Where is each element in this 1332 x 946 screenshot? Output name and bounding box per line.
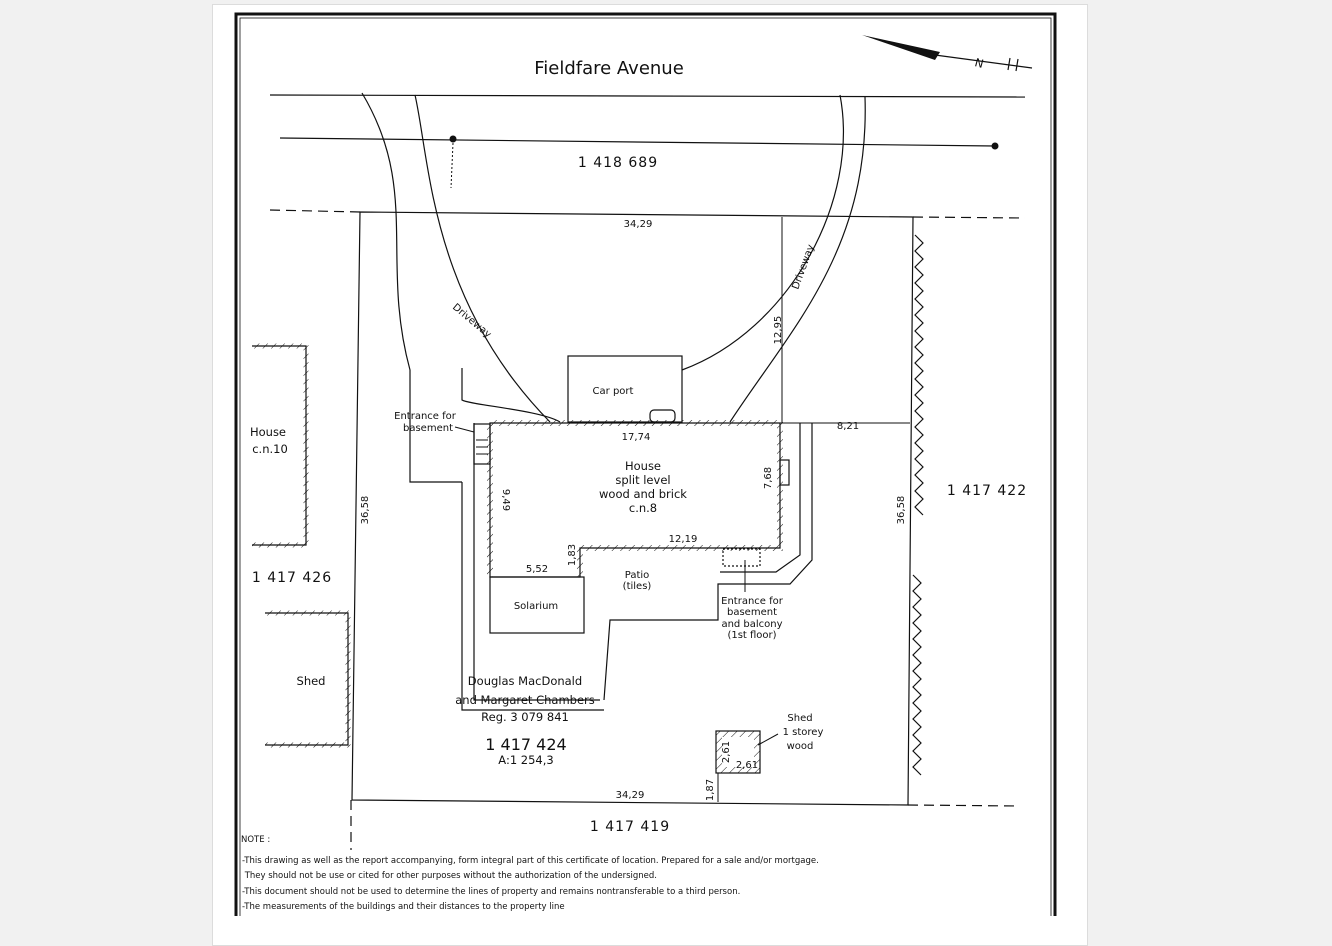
- notes: NOTE : -This drawing as well as the repo…: [241, 835, 819, 912]
- svg-text:1 417 419: 1 417 419: [590, 819, 670, 835]
- svg-text:36,58: 36,58: [360, 496, 371, 525]
- svg-text:and balcony: and balcony: [721, 619, 782, 630]
- owner-block: Douglas MacDonald and Margaret Chambers …: [455, 674, 595, 767]
- svg-text:2,61: 2,61: [736, 760, 758, 771]
- svg-text:House: House: [250, 425, 286, 439]
- svg-text:17,74: 17,74: [622, 432, 651, 443]
- driveway-label-left: Driveway: [450, 302, 493, 341]
- svg-text:Entrance for: Entrance for: [721, 596, 784, 607]
- driveway-label-right: Driveway: [790, 243, 816, 291]
- svg-text:Douglas MacDonald: Douglas MacDonald: [468, 674, 582, 688]
- svg-text:1 storey: 1 storey: [783, 727, 824, 738]
- svg-text:basement: basement: [403, 423, 453, 434]
- svg-text:34,29: 34,29: [624, 219, 653, 230]
- north-arrow-icon: N: [862, 35, 1033, 72]
- svg-text:5,52: 5,52: [526, 564, 548, 575]
- svg-text:1 417 424: 1 417 424: [485, 735, 566, 754]
- svg-text:House: House: [625, 459, 661, 473]
- svg-text:7,68: 7,68: [763, 467, 774, 489]
- svg-text:Reg. 3 079 841: Reg. 3 079 841: [481, 710, 569, 724]
- svg-text:They should not be use or cite: They should not be use or cited for othe…: [242, 871, 657, 881]
- svg-text:(tiles): (tiles): [623, 581, 652, 592]
- svg-text:Entrance for: Entrance for: [394, 411, 457, 422]
- svg-text:-This document should not be u: -This document should not be used to det…: [242, 887, 740, 897]
- hedge: [914, 234, 924, 516]
- svg-text:1 417 426: 1 417 426: [252, 570, 332, 586]
- lot-street: 1 418 689: [578, 155, 658, 171]
- svg-text:Patio: Patio: [625, 570, 650, 581]
- svg-text:9,49: 9,49: [500, 489, 511, 511]
- svg-text:and Margaret Chambers: and Margaret Chambers: [455, 693, 595, 707]
- property-boundary: [351, 211, 914, 806]
- svg-text:1 417 422: 1 417 422: [947, 483, 1027, 499]
- svg-text:1,87: 1,87: [705, 779, 716, 801]
- svg-text:Solarium: Solarium: [514, 601, 558, 612]
- svg-text:12,95: 12,95: [773, 316, 784, 345]
- svg-text:A:1 254,3: A:1 254,3: [498, 753, 553, 767]
- site-plan-drawing: Fieldfare Avenue N 1 418 689 Driveway Dr…: [234, 12, 1057, 916]
- svg-text:split level: split level: [615, 473, 670, 487]
- drawing-border: [234, 12, 1057, 916]
- street-line: [269, 94, 1026, 98]
- house-label: House split level wood and brick c.n.8: [599, 459, 687, 515]
- svg-text:NOTE :: NOTE :: [241, 835, 270, 845]
- svg-text:N: N: [973, 55, 985, 71]
- svg-text:wood and brick: wood and brick: [599, 487, 687, 501]
- entrance-balcony-label: Entrance for basement and balcony (1st f…: [721, 596, 784, 641]
- svg-text:1,83: 1,83: [567, 544, 578, 566]
- svg-text:2,61: 2,61: [721, 741, 732, 763]
- svg-text:12,19: 12,19: [669, 534, 698, 545]
- svg-text:36,58: 36,58: [896, 496, 907, 525]
- svg-text:Shed: Shed: [787, 713, 812, 724]
- street-name: Fieldfare Avenue: [534, 58, 684, 79]
- svg-text:basement: basement: [727, 607, 777, 618]
- utility-line: [279, 137, 996, 147]
- svg-text:Car port: Car port: [593, 386, 634, 397]
- svg-text:(1st floor): (1st floor): [727, 630, 776, 641]
- svg-text:c.n.8: c.n.8: [629, 501, 657, 515]
- solarium: [489, 576, 585, 634]
- svg-text:Shed: Shed: [297, 674, 326, 688]
- svg-text:34,29: 34,29: [616, 790, 645, 801]
- svg-text:wood: wood: [787, 741, 814, 752]
- svg-text:-The measurements of the build: -The measurements of the buildings and t…: [242, 902, 565, 912]
- svg-text:8,21: 8,21: [837, 421, 859, 432]
- svg-text:-This drawing as well as the r: -This drawing as well as the report acco…: [242, 856, 819, 866]
- svg-text:c.n.10: c.n.10: [252, 442, 288, 456]
- document-page: [212, 4, 1088, 946]
